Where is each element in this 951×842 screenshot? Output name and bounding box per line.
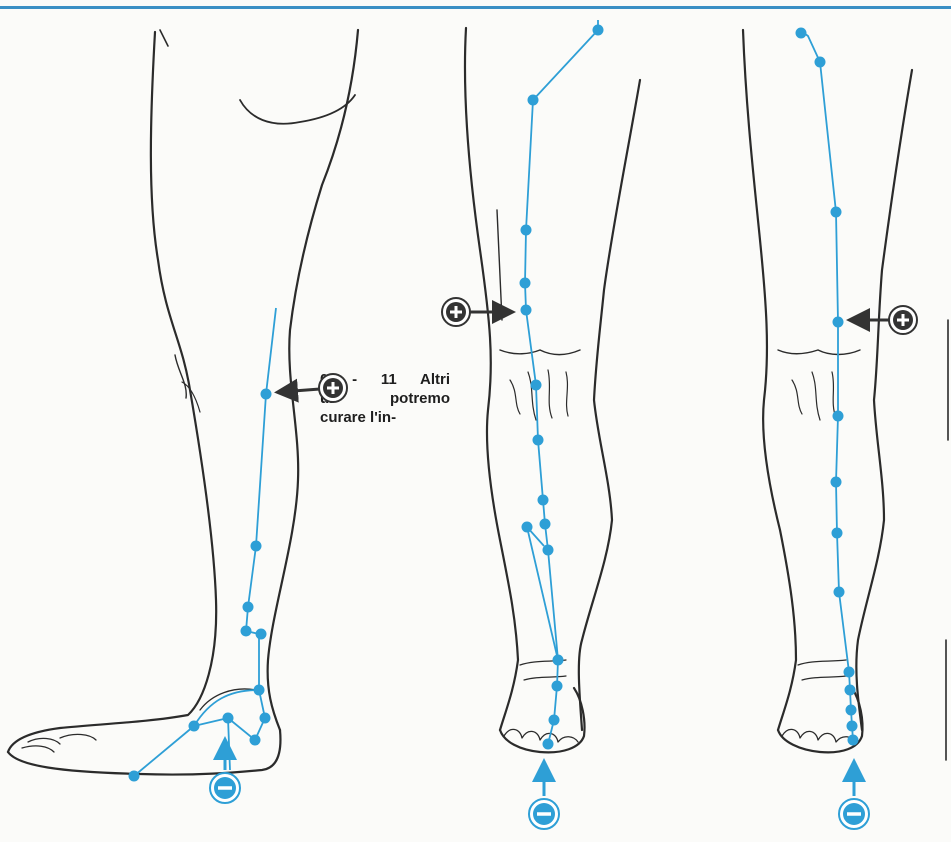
leg-outline-right xyxy=(579,80,640,730)
leg-outline-back xyxy=(8,32,216,752)
plus-circle-icon xyxy=(319,374,347,402)
minus-circle-icon xyxy=(529,799,559,829)
leg-outline-left-2 xyxy=(743,30,796,730)
meridian-front-view-2 xyxy=(800,30,853,740)
plus-circle-icon xyxy=(889,306,917,334)
leg-side-view xyxy=(8,30,358,775)
toes xyxy=(504,729,578,742)
positive-electrode-2 xyxy=(442,298,510,326)
knee-wrinkles xyxy=(510,370,568,420)
positive-electrode-3 xyxy=(852,306,917,334)
knee-folds-2 xyxy=(778,350,860,355)
toe-lines xyxy=(22,734,96,752)
foot-outline xyxy=(500,688,585,752)
knee-folds xyxy=(500,350,580,355)
minus-circle-icon xyxy=(839,799,869,829)
negative-electrode-3 xyxy=(839,764,869,829)
plus-circle-icon xyxy=(442,298,470,326)
negative-electrode-2 xyxy=(529,764,559,829)
toes-2 xyxy=(782,729,856,742)
leg-outline-right-2 xyxy=(856,70,912,730)
knee-wrinkles-2 xyxy=(792,372,836,420)
ankle-folds-2 xyxy=(798,660,846,680)
minus-circle-icon xyxy=(210,773,240,803)
knee-crease xyxy=(240,95,355,124)
leg-front-view xyxy=(465,28,640,752)
leg-outline-left xyxy=(465,28,518,730)
